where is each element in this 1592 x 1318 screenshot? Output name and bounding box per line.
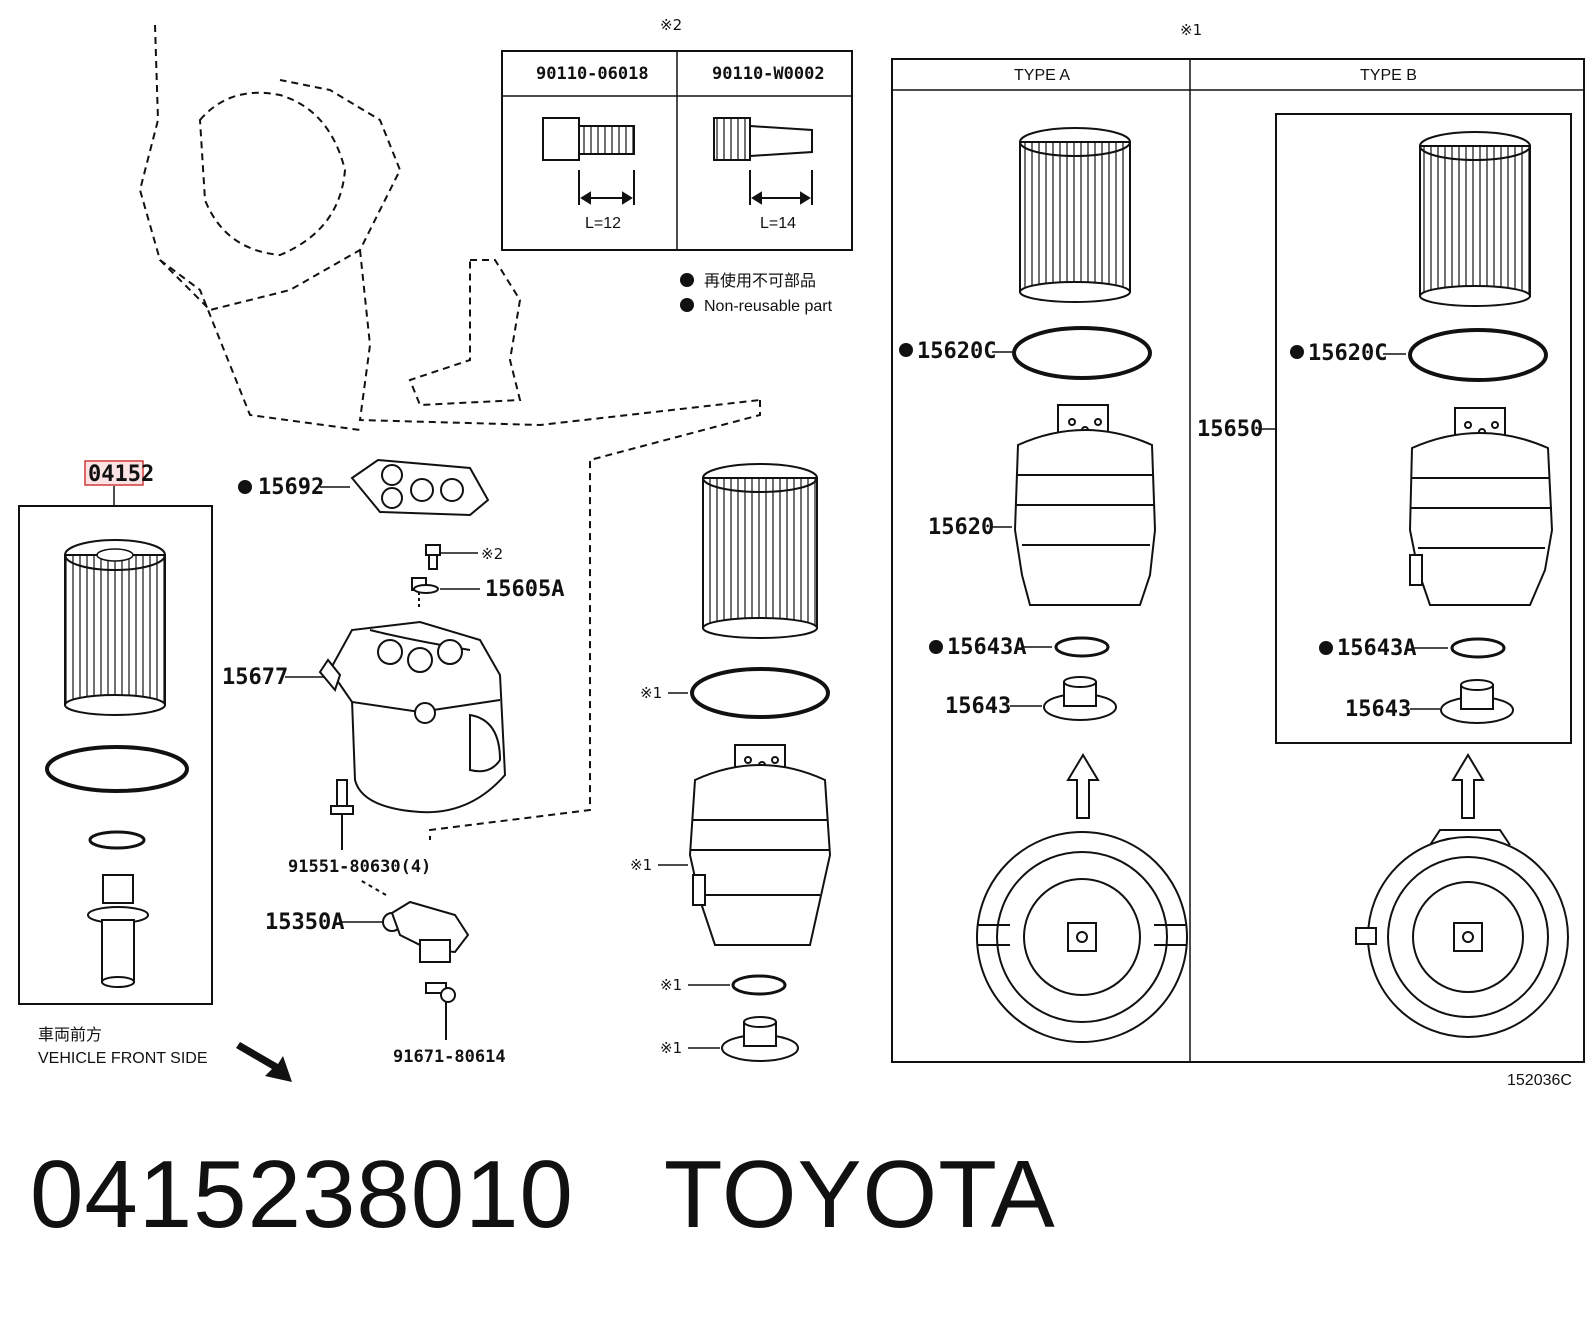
note2-ref: ※2 <box>481 545 503 563</box>
part-15677-label: 15677 <box>222 665 288 690</box>
figure-id: 152036C <box>1507 1072 1572 1089</box>
caption-brand: TOYOTA <box>663 1141 1056 1248</box>
bolt-length-2: L=14 <box>760 215 796 232</box>
legend-en: Non-reusable part <box>704 298 833 315</box>
kit-04152-box: 04152 <box>18 460 213 1005</box>
vehicle-front-jp: 車両前方 <box>38 1025 102 1044</box>
part-91551-label: 91551-80630(4) <box>288 857 431 877</box>
legend: 再使用不可部品 Non-reusable part <box>680 271 833 315</box>
part-caption: 0415238010 TOYOTA <box>30 1140 1146 1250</box>
middle-mark-4: ※1 <box>660 1039 682 1057</box>
part-91671-label: 91671-80614 <box>393 1047 506 1067</box>
union-bolt-15605a-icon <box>411 577 439 610</box>
type-b-up-arrow-icon <box>1451 753 1485 819</box>
middle-mark-1: ※1 <box>640 684 662 702</box>
middle-plug-icon <box>721 1016 799 1062</box>
small-o-ring-icon <box>88 830 146 850</box>
front-arrow-icon <box>236 1042 292 1082</box>
part-15605a-label: 15605A <box>485 577 564 602</box>
middle-mark-2: ※1 <box>630 856 652 874</box>
type-b-plug-icon <box>1440 679 1514 724</box>
bolt-part-1: 90110-06018 <box>536 64 649 84</box>
vehicle-front-en: VEHICLE FRONT SIDE <box>38 1050 208 1067</box>
type-a-filter-element-icon <box>1019 127 1131 303</box>
type-a-filter-cap-icon <box>1013 404 1157 606</box>
type-b-oring-small-label: 15643A <box>1337 636 1416 661</box>
bolt-table: ※2 90110-06018 90110-W0002 L=12 L=14 <box>501 16 853 251</box>
bolt-icon <box>425 544 441 570</box>
type-b-plug-label: 15643 <box>1345 697 1411 722</box>
bolt-1-icon <box>542 117 635 205</box>
middle-filter-element-icon <box>702 463 818 639</box>
type-a-cap-bottom-view-icon <box>976 831 1188 1043</box>
type-a-title: TYPE A <box>1014 67 1070 84</box>
bolt-length-1: L=12 <box>585 215 621 232</box>
filter-element-icon <box>64 539 166 716</box>
bolt-part-2: 90110-W0002 <box>712 64 825 84</box>
housing-15677-icon <box>318 620 507 814</box>
engine-block-outline <box>138 24 761 840</box>
type-a-up-arrow-icon <box>1066 753 1100 819</box>
type-b-filter-cap-icon <box>1408 407 1554 606</box>
drain-plug-icon <box>87 874 149 988</box>
parts-diagram: 04152 15692 ※2 <box>18 16 1585 1089</box>
type-b-o-ring-icon <box>1408 328 1548 382</box>
middle-small-o-ring-icon <box>731 974 787 996</box>
type-a-plug-label: 15643 <box>945 694 1011 719</box>
caption-part-number: 0415238010 <box>30 1141 574 1248</box>
bolt-table-mark: ※2 <box>660 16 682 34</box>
oil-pressure-switch-15350a-icon <box>359 879 470 963</box>
type-box-mark: ※1 <box>1180 21 1202 39</box>
bolt-2-icon <box>713 117 813 205</box>
type-a-small-o-ring-icon <box>1054 636 1110 658</box>
o-ring-icon <box>45 745 189 793</box>
legend-jp: 再使用不可部品 <box>704 271 816 290</box>
part-15692-label: 15692 <box>258 475 324 500</box>
type-a-plug-icon <box>1043 676 1117 721</box>
bolt-91551-icon <box>330 779 354 850</box>
type-b-oring-label: 15620C <box>1308 341 1387 366</box>
type-box: ※1 TYPE A TYPE B <box>891 21 1585 1063</box>
bolt-91671-icon <box>425 982 456 1040</box>
middle-o-ring-icon <box>690 667 830 719</box>
type-b-assy-label: 15650 <box>1197 417 1263 442</box>
highlighted-part-label[interactable]: 04152 <box>88 462 154 487</box>
type-a-oring-label: 15620C <box>917 339 996 364</box>
type-a-cap-label: 15620 <box>928 515 994 540</box>
type-b-title: TYPE B <box>1360 67 1417 84</box>
type-a-oring-small-label: 15643A <box>947 635 1026 660</box>
highlighted-part-badge[interactable] <box>84 460 144 486</box>
part-15350a-label: 15350A <box>265 910 344 935</box>
type-b-small-o-ring-icon <box>1450 637 1506 659</box>
middle-mark-3: ※1 <box>660 976 682 994</box>
gasket-15692-icon <box>350 458 490 517</box>
middle-filter-cap-icon <box>688 744 832 946</box>
type-b-cap-bottom-view-icon <box>1355 829 1569 1038</box>
type-a-o-ring-icon <box>1012 326 1152 380</box>
type-b-filter-element-icon <box>1419 131 1531 307</box>
